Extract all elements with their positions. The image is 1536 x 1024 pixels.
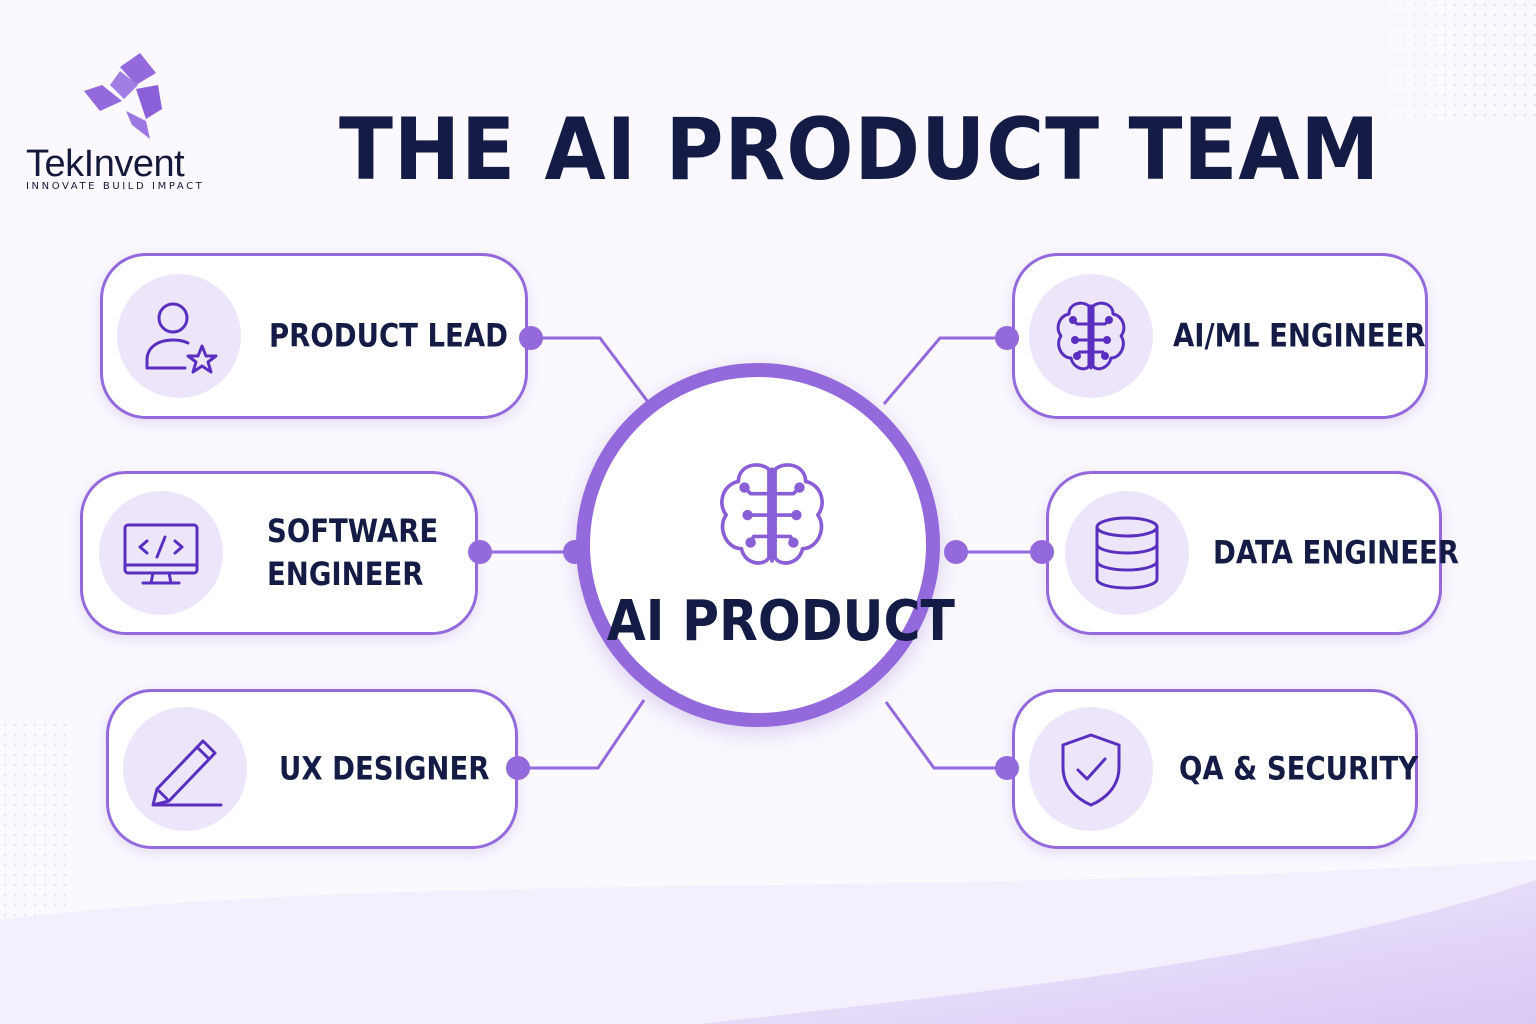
brand-name: TekInvent	[26, 143, 185, 185]
role-label-line: ENGINEER	[267, 555, 424, 593]
role-card-software-engineer[interactable]: SOFTWARE ENGINEER	[80, 471, 478, 635]
shield-check-icon	[1061, 733, 1121, 807]
connector-ux-designer	[518, 699, 646, 770]
connector-dot	[468, 540, 492, 564]
icon-circle	[1029, 274, 1153, 398]
brand-logo[interactable]: TekInvent INNOVATE BUILD IMPACT	[20, 45, 230, 205]
role-label-line: SOFTWARE	[267, 511, 439, 550]
connector-dot	[519, 326, 543, 350]
role-card-data-engineer[interactable]: DATA ENGINEER	[1046, 471, 1459, 635]
pinwheel-logo-icon	[84, 53, 162, 139]
role-label: SOFTWARE ENGINEER	[267, 510, 438, 596]
role-card-ux-designer[interactable]: UX DESIGNER	[106, 689, 518, 849]
role-label: DATA ENGINEER	[1213, 533, 1460, 572]
connector-dot	[995, 326, 1019, 350]
connector-ai-ml-engineer	[882, 336, 1007, 405]
connector-product-lead	[531, 336, 650, 403]
brain-circuit-icon	[1056, 301, 1126, 371]
icon-circle	[1029, 707, 1153, 831]
role-label: QA & SECURITY	[1179, 749, 1419, 788]
role-card-qa-security[interactable]: QA & SECURITY	[1012, 689, 1418, 849]
central-hub[interactable]: AI PRODUCT	[576, 363, 955, 727]
role-card-ai-ml-engineer[interactable]: AI/ML ENGINEER	[1012, 253, 1428, 419]
monitor-code-icon	[123, 523, 199, 585]
connector-dot	[563, 540, 587, 564]
page-title: THE AI PRODUCT TEAM	[339, 100, 1381, 200]
user-star-icon	[145, 302, 218, 374]
role-label: AI/ML ENGINEER	[1173, 316, 1426, 355]
brain-circuit-icon	[720, 463, 824, 565]
connector-qa-security	[884, 701, 1007, 770]
database-icon	[1095, 516, 1159, 590]
pencil-icon	[151, 739, 223, 807]
connector-dot	[1030, 540, 1054, 564]
icon-circle	[99, 491, 223, 615]
role-label: PRODUCT LEAD	[269, 316, 508, 355]
role-card-product-lead[interactable]: PRODUCT LEAD	[100, 253, 528, 419]
hub-label: AI PRODUCT	[606, 589, 955, 654]
brand-tagline: INNOVATE BUILD IMPACT	[26, 181, 205, 192]
icon-circle	[123, 707, 247, 831]
connector-dot	[995, 756, 1019, 780]
icon-circle	[1065, 491, 1189, 615]
connector-dot	[944, 540, 968, 564]
role-label: UX DESIGNER	[279, 749, 490, 788]
icon-circle	[117, 274, 241, 398]
connector-dot	[506, 756, 530, 780]
